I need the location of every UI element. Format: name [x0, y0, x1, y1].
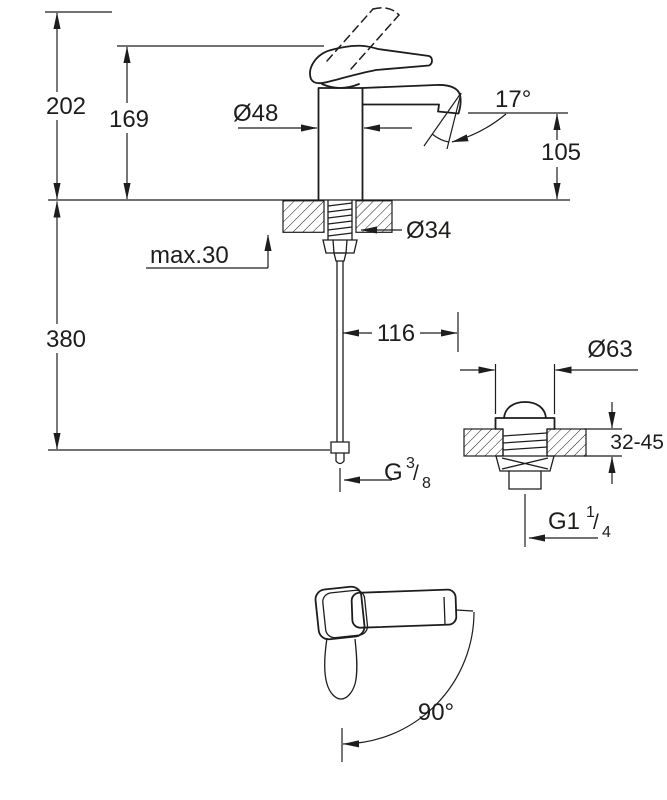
- drain-cap-dome: [503, 401, 547, 419]
- max-30-label: max.30: [150, 242, 229, 269]
- drain-deck-left-hatch: [463, 428, 504, 457]
- dimension-202: 202: [45, 11, 112, 200]
- dim-202-label: 202: [46, 93, 86, 120]
- handle-knob-outline: [314, 585, 366, 641]
- dim-116-label: 116: [377, 320, 415, 347]
- dimension-105: 105: [468, 112, 581, 200]
- g114-denominator: 4: [602, 524, 611, 541]
- dimension-32-45: 32-45: [584, 402, 664, 484]
- drain-threaded-body: [502, 429, 548, 456]
- dimension-max30: max.30: [146, 234, 272, 269]
- dimension-angle90: 90°: [341, 609, 475, 762]
- dim-105-label: 105: [541, 139, 581, 166]
- mounting-shank: [322, 200, 358, 262]
- handle-top-view: 90°: [314, 585, 475, 762]
- drain-assembly-view: [463, 401, 587, 490]
- drain-tailpiece: [508, 471, 542, 490]
- drain-flange: [494, 417, 556, 430]
- handle-lever-end-edge: [443, 596, 446, 625]
- g38-slash: /: [413, 462, 419, 485]
- angle-17-label: 17°: [495, 86, 531, 113]
- dimension-g114: G1 1 / 4: [524, 494, 611, 547]
- raised-lever-dashed-outline: [326, 7, 400, 70]
- dimension-169: 169: [109, 45, 324, 200]
- deck-section-left-hatch: [282, 200, 325, 233]
- range-32-45-label: 32-45: [610, 431, 664, 454]
- dimension-dia34: Ø34: [360, 217, 451, 244]
- dia-63-label: Ø63: [587, 336, 632, 363]
- g114-numerator: 1: [586, 504, 595, 521]
- dimension-dia63: Ø63: [460, 336, 638, 414]
- dim-380-label: 380: [46, 326, 86, 353]
- dia-48-label: Ø48: [233, 100, 278, 127]
- g38-numerator: 3: [406, 455, 415, 472]
- faucet-side-view: [48, 7, 570, 465]
- g114-prefix: G1: [548, 508, 580, 535]
- handle-body-cup: [324, 637, 358, 700]
- spout-outline: [361, 84, 462, 115]
- drain-locknut: [495, 455, 555, 472]
- dim-169-label: 169: [109, 106, 149, 133]
- angle-90-label: 90°: [418, 699, 454, 726]
- dimension-angle17: 17°: [495, 86, 531, 113]
- handle-knob-inner-edge: [322, 589, 369, 639]
- handle-lever-top-outline: [350, 588, 458, 629]
- g114-slash: /: [593, 511, 599, 534]
- dimension-dia48: Ø48: [233, 100, 412, 132]
- faucet-body-outline: [317, 87, 364, 201]
- dimension-116: 116: [342, 312, 459, 352]
- supply-hose: [330, 261, 350, 465]
- spray-angle-annotation: [423, 92, 507, 150]
- dia-34-label: Ø34: [406, 217, 451, 244]
- dimension-380: 380: [46, 200, 330, 451]
- g38-prefix: G: [384, 459, 403, 486]
- dimension-g38: G 3 / 8: [339, 455, 431, 492]
- deck-section-right-hatch: [355, 200, 393, 233]
- drain-deck-right-hatch: [546, 428, 587, 457]
- g38-denominator: 8: [422, 475, 431, 492]
- lever-handle-outline: [309, 44, 433, 85]
